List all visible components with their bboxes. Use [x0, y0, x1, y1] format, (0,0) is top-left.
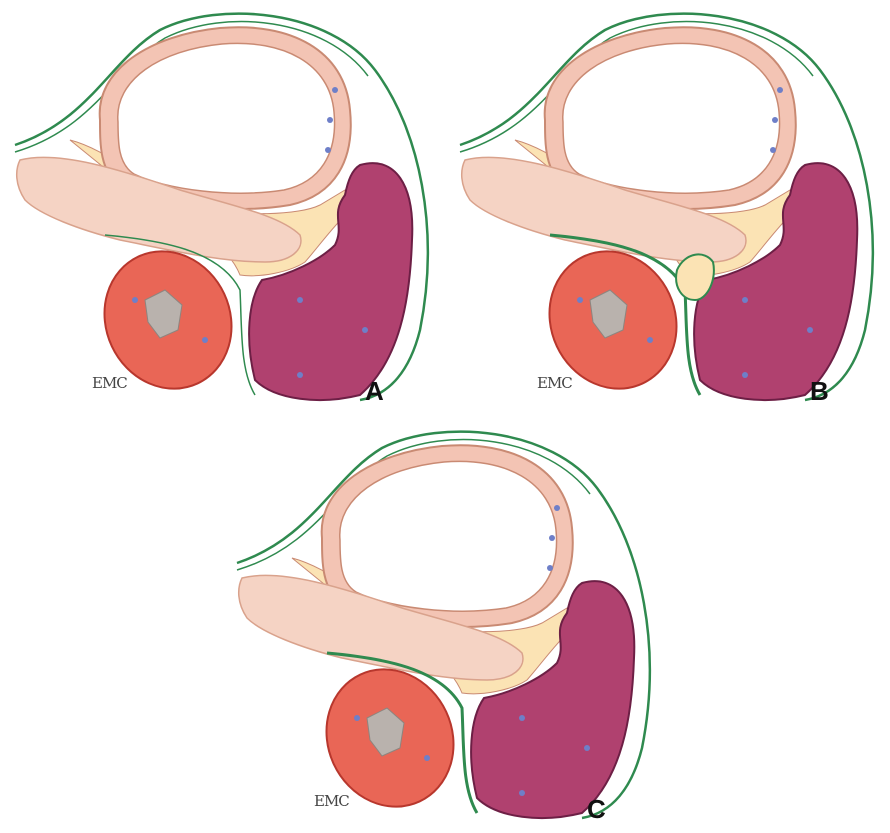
panel-label: B [810, 378, 829, 404]
vessel-dot [647, 337, 653, 343]
panel-label: C [587, 796, 606, 822]
vessel-dot [362, 327, 368, 333]
panel-b-drawing [445, 0, 890, 415]
vessel-dot [519, 790, 525, 796]
artist-signature: EMC [92, 376, 127, 391]
panel-a: EMC A [0, 0, 445, 415]
panel-c-drawing [222, 418, 667, 833]
vessel-dot [424, 755, 430, 761]
vessel-dot [549, 535, 555, 541]
panel-a-drawing [0, 0, 445, 415]
stomach-lumen [563, 43, 780, 193]
artist-signature: EMC [314, 794, 349, 809]
vessel-dot [325, 147, 331, 153]
vessel-dot [577, 297, 583, 303]
vessel-dot [297, 372, 303, 378]
vessel-dot [327, 117, 333, 123]
vessel-dot [770, 147, 776, 153]
vessel-dot [777, 87, 783, 93]
vessel-dot [742, 297, 748, 303]
panel-b: EMC B [445, 0, 890, 415]
stomach-lumen [118, 43, 335, 193]
vessel-dot [554, 505, 560, 511]
artist-signature: EMC [537, 376, 572, 391]
vessel-dot [132, 297, 138, 303]
vessel-dot [332, 87, 338, 93]
panel-c: EMC C [222, 418, 667, 833]
vessel-dot [584, 745, 590, 751]
vessel-dot [742, 372, 748, 378]
vessel-dot [772, 117, 778, 123]
vessel-dot [547, 565, 553, 571]
stomach-lumen [340, 461, 557, 611]
panel-label: A [365, 378, 384, 404]
vessel-dot [202, 337, 208, 343]
vessel-dot [297, 297, 303, 303]
vessel-dot [807, 327, 813, 333]
vessel-dot [519, 715, 525, 721]
vessel-dot [354, 715, 360, 721]
